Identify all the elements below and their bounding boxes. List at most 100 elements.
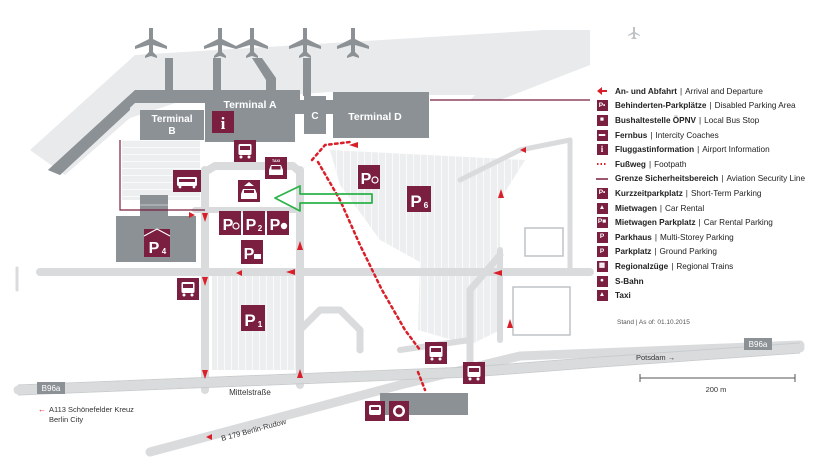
short-term-parking-marker: P — [267, 211, 289, 235]
legend-item: Fußweg|Footpath — [596, 157, 818, 172]
legend-separator: | — [654, 232, 658, 242]
bus-marker-station — [425, 342, 447, 364]
svg-text:B96a: B96a — [749, 340, 768, 349]
terminal-c-label: C — [311, 111, 318, 122]
legend-item-de: Fluggastinformation — [615, 145, 695, 155]
legend-separator: | — [709, 101, 712, 111]
legend-item-de: Mietwagen — [615, 203, 657, 213]
legend-item-de: Kurzzeitparkplatz — [615, 188, 683, 198]
car-rental-marker — [238, 180, 260, 202]
s-bahn-marker — [389, 401, 409, 421]
p1-marker: P 1 — [241, 305, 265, 331]
svg-text:P: P — [246, 217, 257, 234]
road-edges — [17, 342, 801, 396]
terminal-a-label: Terminal A — [223, 99, 277, 111]
legend-item-en: Intercity Coaches — [655, 130, 719, 140]
legend-item: ■Bushaltestelle ÖPNV|Local Bus Stop — [596, 113, 818, 128]
legend-item-en: Disabled Parking Area — [714, 101, 796, 111]
taxi-marker: TAXI — [265, 157, 287, 179]
legend-item: P• Behinderten-Parkplätze|Disabled Parkin… — [596, 99, 818, 114]
disabled-parking-marker: P — [219, 211, 241, 235]
multi-storey-parking-icon: P — [596, 231, 608, 243]
terminal-b-building — [140, 110, 204, 140]
svg-text:2: 2 — [258, 224, 263, 233]
legend-item-de: Parkplatz — [615, 247, 652, 257]
svg-text:i: i — [221, 114, 226, 133]
legend-item-de: Bushaltestelle ÖPNV — [615, 115, 696, 125]
legend-item: P•Kurzzeitparkplatz|Short-Term Parking — [596, 186, 818, 201]
legend-separator: | — [699, 115, 702, 125]
legend-item-en: Short-Term Parking — [690, 188, 762, 198]
legend-item: ▦Regionalzüge|Regional Trains — [596, 259, 818, 274]
a113-label-line1: A113 Schönefelder Kreuz — [49, 405, 134, 414]
legend-separator: | — [650, 130, 653, 140]
svg-text:P: P — [410, 192, 421, 211]
legend-item-de: Behinderten-Parkplätze — [615, 101, 707, 111]
legend-separator: | — [671, 261, 674, 271]
p6-disabled-marker: P — [358, 165, 380, 189]
car-rental-icon: ▲ — [596, 202, 608, 214]
svg-text:200 m: 200 m — [706, 385, 727, 394]
aircraft-icons — [135, 28, 369, 58]
legend-item: An- und Abfahrt|Arrival and Departure — [596, 84, 818, 99]
svg-text:4: 4 — [162, 247, 167, 256]
taxi-icon: ▲ — [596, 290, 608, 302]
svg-text:P: P — [244, 246, 255, 263]
legend-separator: | — [697, 145, 700, 155]
legend-separator: | — [648, 159, 652, 169]
legend-item-de: S-Bahn — [615, 276, 644, 286]
svg-text:TAXI: TAXI — [272, 159, 280, 163]
terminal-b-label-line1: Terminal — [152, 114, 193, 125]
legend-item: ▬Fernbus|Intercity Coaches — [596, 128, 818, 143]
svg-text:1: 1 — [258, 319, 263, 329]
b96a-sign-left: B96a — [37, 382, 65, 394]
bus-marker-left — [177, 278, 199, 300]
aircraft-icon-small — [628, 27, 640, 39]
scale-bar: 200 m — [639, 374, 796, 394]
p2-marker: P 2 — [243, 211, 265, 235]
b96a-sign-right: B96a — [744, 338, 772, 350]
terminal-d-label: Terminal D — [348, 111, 402, 123]
intercity-coach-marker — [173, 170, 201, 192]
security-line — [119, 140, 205, 211]
arrival-departure-arrows — [189, 142, 526, 440]
svg-text:P: P — [361, 171, 372, 188]
legend-item-de: Grenze Sicherheitsbereich — [615, 174, 719, 184]
green-pointer-arrow — [274, 185, 373, 212]
a113-arrow: ← — [38, 405, 46, 414]
short-term-parking-icon: P• — [596, 187, 608, 199]
legend-separator: | — [654, 247, 657, 257]
legend-separator: | — [680, 86, 683, 96]
regional-train-marker — [365, 401, 385, 421]
potsdam-label: Potsdam → — [636, 353, 675, 362]
legend-item-en: Aviation Security Line — [726, 174, 806, 184]
regional-train-icon: ▦ — [596, 260, 608, 272]
intercity-coach-icon: ▬ — [596, 129, 608, 141]
local-bus-icon: ■ — [596, 114, 608, 126]
legend-separator: | — [659, 203, 662, 213]
legend-item-en: Regional Trains — [676, 261, 734, 271]
p6-marker: P 6 — [407, 186, 431, 212]
car-rental-parking-marker: P — [241, 240, 263, 264]
legend-item-en: Car Rental Parking — [703, 218, 773, 228]
svg-text:B96a: B96a — [42, 384, 61, 393]
legend-item-de: Taxi — [615, 291, 631, 301]
bus-marker-right — [463, 362, 485, 384]
terminal-d-building — [333, 92, 429, 138]
info-marker: i — [212, 111, 234, 133]
legend-item-en: Arrival and Departure — [685, 86, 763, 96]
legend-item: ▲ Taxi — [596, 288, 818, 303]
svg-text:P: P — [270, 217, 281, 234]
legend-separator: | — [698, 218, 701, 228]
svg-text:6: 6 — [424, 200, 429, 210]
a113-label-line2: Berlin City — [49, 415, 83, 424]
ground-parking-icon: P — [596, 246, 608, 258]
bus-marker-terminal — [234, 140, 256, 162]
disabled-parking-icon: P• — [596, 100, 608, 112]
terminal-connector — [290, 100, 335, 114]
airside-apron-right — [470, 30, 590, 100]
security-boundary-icon — [596, 173, 608, 184]
svg-text:P: P — [149, 240, 160, 257]
